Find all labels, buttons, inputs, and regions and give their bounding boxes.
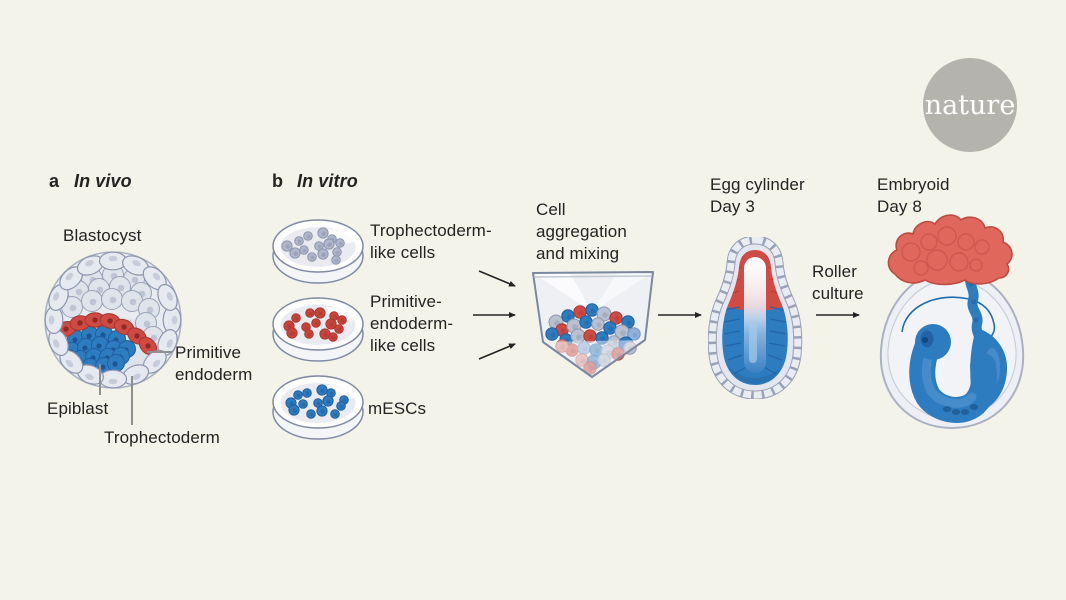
- blastocyst-label: Blastocyst: [63, 226, 142, 245]
- egg-cylinder-title: Egg cylinder: [710, 175, 805, 194]
- panel-a-letter: a: [49, 171, 60, 191]
- panel-a-title: In vivo: [74, 171, 132, 191]
- roller-culture-label: Roller culture: [812, 262, 864, 304]
- egg-cylinder-day: Day 3: [710, 197, 755, 217]
- arrow-dish1-to-funnel: [478, 270, 516, 287]
- arrow-roller-culture: [816, 312, 860, 318]
- epiblast-label: Epiblast: [47, 399, 109, 418]
- blastocyst-illustration: [44, 251, 182, 389]
- trophectoderm-label: Trophectoderm: [104, 428, 220, 447]
- egg-cylinder-illustration: [708, 237, 803, 399]
- dish-label-trophectoderm-like-cells: Trophectoderm-like cells: [370, 221, 492, 263]
- primitive-endoderm-label: Primitive endoderm: [175, 343, 253, 385]
- petri-dish-trophectoderm-like-cells: [272, 219, 364, 284]
- embryoid-illustration: [879, 214, 1025, 430]
- arrow-funnel-to-egg-cylinder: [658, 312, 702, 318]
- panel-b-letter: b: [272, 171, 284, 191]
- embryoid-day: Day 8: [877, 197, 922, 217]
- arrow-dish3-to-funnel: [478, 343, 516, 360]
- dish-label-mescs: mESCs: [368, 399, 427, 418]
- dish-label-primitive-endoderm-like-cells: Primitive-endoderm-like cells: [370, 292, 454, 356]
- egg-cylinder-label: Egg cylinder Day 3: [710, 174, 805, 218]
- aggregation-label: Cell aggregation and mixing: [536, 200, 627, 264]
- pointer-line-primitive-endoderm: [147, 351, 172, 353]
- panel-b-title: In vitro: [297, 171, 358, 191]
- nature-logo: nature: [923, 58, 1017, 152]
- petri-dish-primitive-endoderm-like-cells: [272, 297, 364, 362]
- embryoid-label: Embryoid Day 8: [877, 174, 950, 218]
- cell-mixing-funnel-illustration: [532, 271, 654, 378]
- pointer-line-epiblast: [99, 364, 101, 395]
- arrow-dish2-to-funnel: [473, 312, 516, 318]
- petri-dish-mescs: [272, 375, 364, 440]
- nature-logo-text: nature: [924, 89, 1016, 121]
- embryoid-title: Embryoid: [877, 175, 950, 194]
- pointer-line-trophectoderm: [131, 376, 133, 425]
